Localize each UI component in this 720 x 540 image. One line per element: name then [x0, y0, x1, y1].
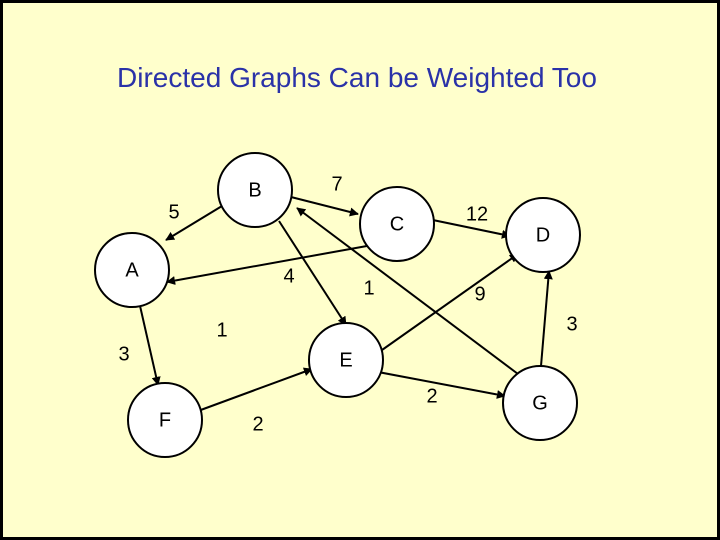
edge-c-a — [166, 243, 379, 285]
edge-f-e — [197, 367, 313, 412]
node-e — [308, 322, 384, 398]
edge-weight-f-e: 2 — [252, 413, 263, 435]
edge-weight-b-a: 5 — [168, 201, 179, 223]
edge-b-e — [278, 220, 347, 326]
edge-g-b — [296, 207, 519, 375]
node-label-g: G — [532, 392, 548, 414]
node-label-c: C — [390, 213, 404, 235]
slide-title: Directed Graphs Can be Weighted Too — [117, 62, 597, 93]
edge-g-d — [540, 270, 553, 367]
edge-b-c — [286, 195, 359, 217]
edge-weight-g-b: 9 — [474, 283, 485, 305]
edge-weight-b-e: 1 — [363, 277, 374, 299]
node-f — [127, 382, 203, 458]
edge-weight-g-d: 3 — [566, 313, 577, 335]
edge-b-a — [165, 205, 223, 241]
node-label-e: E — [339, 349, 352, 371]
node-a — [94, 232, 170, 308]
node-label-d: D — [536, 224, 550, 246]
edge-e-g — [377, 371, 506, 399]
node-g — [502, 365, 578, 441]
edge-weight-e-g: 2 — [426, 385, 437, 407]
node-label-a: A — [125, 259, 139, 281]
node-label-f: F — [159, 409, 171, 431]
edge-weight-a-f: 3 — [118, 343, 129, 365]
edge-weight-b-c: 7 — [331, 173, 342, 195]
edge-weight-e-d: 1 — [216, 319, 227, 341]
node-c — [359, 186, 435, 262]
edge-weight-c-a: 4 — [283, 265, 294, 287]
edge-e-d — [381, 253, 519, 351]
edge-c-d — [427, 218, 511, 239]
edge-a-f — [137, 296, 161, 386]
edge-weight-c-d: 12 — [466, 203, 488, 225]
node-b — [217, 152, 293, 228]
node-d — [505, 197, 581, 273]
node-label-b: B — [248, 179, 261, 201]
